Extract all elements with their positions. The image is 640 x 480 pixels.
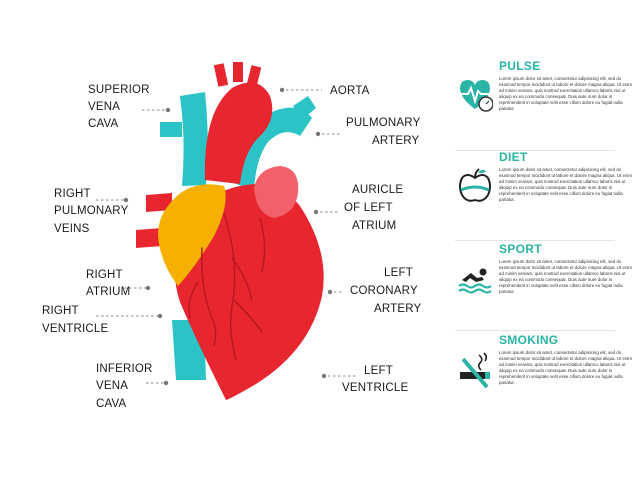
label-left-coronary-artery: LEFT CORONARY ARTERY bbox=[327, 267, 422, 315]
svg-text:SUPERIOR: SUPERIOR bbox=[88, 84, 150, 96]
label-right-atrium: RIGHT ATRIUM bbox=[86, 269, 151, 298]
panel-description: Lorem ipsum dolor sit amet, consectetur … bbox=[499, 259, 633, 294]
svg-text:CAVA: CAVA bbox=[96, 398, 127, 410]
panel-description: Lorem ipsum dolor sit amet, consectetur … bbox=[499, 167, 633, 202]
left-auricle-shape bbox=[254, 166, 299, 218]
svg-text:VENTRICLE: VENTRICLE bbox=[342, 382, 408, 394]
svg-text:ARTERY: ARTERY bbox=[372, 135, 420, 147]
heart-pulse-icon bbox=[459, 80, 493, 112]
label-right-pulmonary-veins: RIGHT PULMONARY VEINS bbox=[54, 188, 129, 235]
label-auricle-of-left-atrium: AURICLE OF LEFT ATRIUM bbox=[313, 184, 403, 232]
svg-text:OF LEFT: OF LEFT bbox=[344, 202, 393, 214]
panel-description: Lorem ipsum dolor sit amet, consectetur … bbox=[499, 350, 633, 385]
svg-text:INFERIOR: INFERIOR bbox=[96, 363, 153, 375]
svg-text:VEINS: VEINS bbox=[54, 223, 90, 235]
panel-title: DIET bbox=[499, 150, 528, 164]
divider bbox=[455, 240, 615, 241]
svg-text:RIGHT: RIGHT bbox=[86, 269, 123, 281]
svg-text:PULMONARY: PULMONARY bbox=[346, 117, 421, 129]
divider bbox=[455, 330, 615, 331]
pulmonary-artery bbox=[230, 107, 312, 190]
label-aorta: AORTA bbox=[279, 85, 370, 97]
label-right-ventricle: RIGHT VENTRICLE bbox=[42, 305, 163, 335]
label-left-ventricle: LEFT VENTRICLE bbox=[321, 365, 408, 394]
panel-smoking: SMOKING Lorem ipsum dolor sit amet, cons… bbox=[457, 333, 635, 415]
panel-title: SPORT bbox=[499, 242, 542, 256]
panel-diet: DIET Lorem ipsum dolor sit amet, consect… bbox=[457, 150, 635, 232]
svg-text:VENA: VENA bbox=[88, 101, 120, 113]
svg-text:PULMONARY: PULMONARY bbox=[54, 205, 129, 217]
svg-text:LEFT: LEFT bbox=[364, 365, 393, 377]
label-superior-vena-cava: SUPERIOR VENA CAVA bbox=[88, 84, 171, 130]
coronary-vessels bbox=[188, 213, 266, 361]
svg-text:ARTERY: ARTERY bbox=[374, 303, 422, 315]
label-pulmonary-artery: PULMONARY ARTERY bbox=[315, 117, 421, 147]
panel-title: PULSE bbox=[499, 59, 541, 73]
svg-text:VENTRICLE: VENTRICLE bbox=[42, 323, 108, 335]
svg-text:LEFT: LEFT bbox=[384, 267, 413, 279]
svg-text:CORONARY: CORONARY bbox=[350, 285, 418, 297]
no-smoking-icon bbox=[460, 352, 490, 389]
panel-description: Lorem ipsum dolor sit amet, consectetur … bbox=[499, 76, 633, 111]
svg-text:CAVA: CAVA bbox=[88, 118, 119, 130]
aorta bbox=[204, 62, 273, 184]
panel-title: SMOKING bbox=[499, 333, 559, 347]
panel-sport: SPORT Lorem ipsum dolor sit amet, consec… bbox=[457, 242, 635, 324]
svg-text:RIGHT: RIGHT bbox=[54, 188, 91, 200]
label-inferior-vena-cava: INFERIOR VENA CAVA bbox=[96, 363, 169, 410]
svg-text:AURICLE: AURICLE bbox=[352, 184, 403, 196]
svg-text:RIGHT: RIGHT bbox=[42, 305, 79, 317]
right-pulmonary-vein-stubs bbox=[136, 193, 172, 248]
svg-text:AORTA: AORTA bbox=[330, 85, 370, 97]
right-atrium-shape bbox=[158, 184, 226, 286]
svg-text:ATRIUM: ATRIUM bbox=[86, 286, 130, 298]
swimmer-icon bbox=[458, 268, 492, 294]
pulmonary-artery-branch bbox=[293, 96, 316, 118]
apple-tape-icon bbox=[459, 168, 491, 202]
svg-text:ATRIUM: ATRIUM bbox=[352, 220, 396, 232]
divider bbox=[455, 150, 615, 151]
panel-pulse: PULSE Lorem ipsum dolor sit amet, consec… bbox=[457, 59, 635, 141]
svg-text:VENA: VENA bbox=[96, 380, 128, 392]
